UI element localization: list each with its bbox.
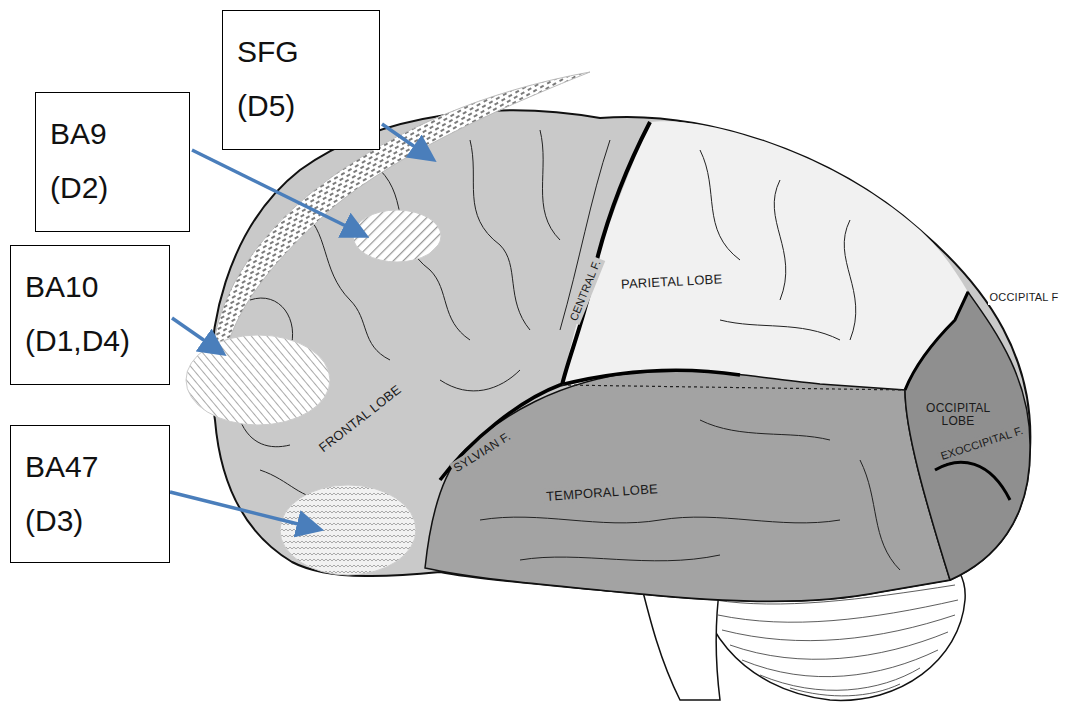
callout-box: BA47 (D3) bbox=[10, 425, 170, 563]
lobe-label: TEMPORAL LOBE bbox=[544, 480, 661, 503]
lobe-label: OCCIPITAL LOBE bbox=[924, 401, 992, 429]
region-label: BA10 (D1,D4) bbox=[25, 260, 130, 368]
lobe-label: CENTRAL F. bbox=[565, 255, 605, 324]
region-label: SFG (D5) bbox=[237, 25, 299, 133]
region-label: BA9 (D2) bbox=[50, 107, 108, 215]
lobe-label: OCCIPITAL F bbox=[988, 290, 1061, 305]
callout-box: SFG (D5) bbox=[222, 10, 380, 150]
callout-box: BA10 (D1,D4) bbox=[10, 245, 170, 385]
lobe-label: PARIETAL LOBE bbox=[619, 271, 725, 291]
lobe-label: SYLVIAN F. bbox=[449, 427, 515, 476]
callout-box: BA9 (D2) bbox=[35, 92, 190, 232]
lobe-label: FRONTAL LOBE bbox=[314, 380, 405, 456]
region-label: BA47 (D3) bbox=[25, 440, 98, 548]
